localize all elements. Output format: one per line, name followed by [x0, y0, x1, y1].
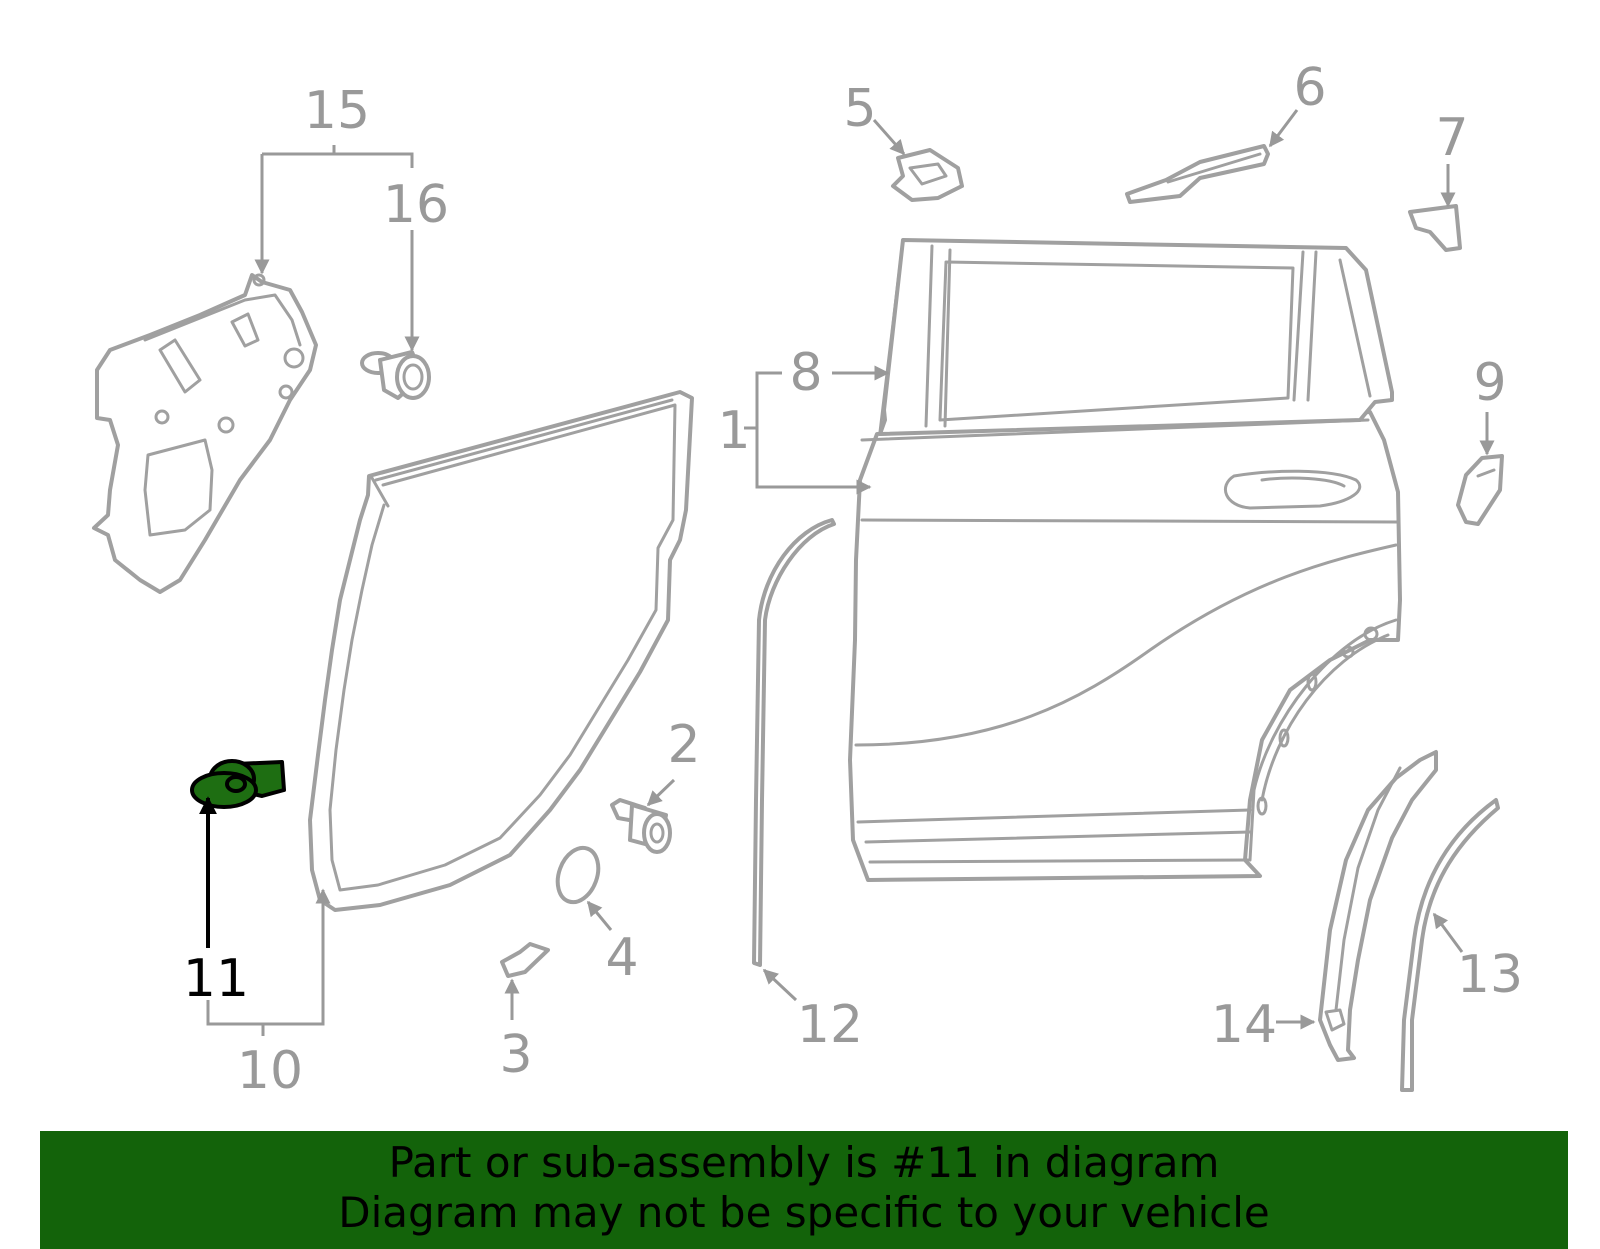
part-1-door-shell [848, 410, 1402, 882]
part-2-stopper [610, 798, 672, 854]
part-13-arch-molding [1400, 798, 1500, 1092]
banner-background [40, 1131, 1568, 1249]
banner-line-disclaimer: Diagram may not be specific to your vehi… [338, 1188, 1270, 1237]
callout-13: 13 [1457, 945, 1523, 1005]
part-11-clip-highlighted [190, 759, 286, 809]
part-16-push-clip [360, 350, 431, 400]
info-banner: Part or sub-assembly is #11 in diagram D… [40, 1131, 1568, 1249]
callout-15: 15 [304, 81, 370, 141]
callout-14: 14 [1211, 995, 1277, 1055]
part-6-trim-strip [1125, 144, 1270, 204]
callout-7: 7 [1435, 108, 1468, 168]
callout-8: 8 [789, 343, 822, 403]
callout-9: 9 [1473, 353, 1506, 413]
part-3-bracket [500, 942, 550, 978]
callout-5: 5 [843, 79, 876, 139]
leader-lines [199, 109, 1495, 1036]
part-15-door-bracket [92, 273, 318, 594]
callout-11-highlighted: 11 [183, 949, 249, 1009]
part-8-window-frame [878, 238, 1394, 436]
callout-16: 16 [383, 175, 449, 235]
callout-12: 12 [797, 995, 863, 1055]
part-12-edge-molding [752, 518, 836, 967]
callout-4: 4 [605, 928, 638, 988]
callout-1: 1 [717, 401, 750, 461]
part-5-clip [891, 148, 964, 202]
part-7-bracket [1408, 204, 1462, 252]
part-14-arch-trim [1318, 750, 1438, 1062]
callout-labels: 15 16 5 6 7 8 1 9 2 4 3 12 14 13 10 11 [183, 58, 1523, 1101]
callout-10: 10 [237, 1041, 303, 1101]
callout-2: 2 [667, 715, 700, 775]
callout-6: 6 [1293, 58, 1326, 118]
part-10-weatherstrip [308, 390, 694, 912]
part-4-plug [555, 845, 601, 905]
banner-line-part-number: Part or sub-assembly is #11 in diagram [388, 1138, 1220, 1187]
part-9-cover [1456, 454, 1504, 526]
callout-3: 3 [499, 1025, 532, 1085]
